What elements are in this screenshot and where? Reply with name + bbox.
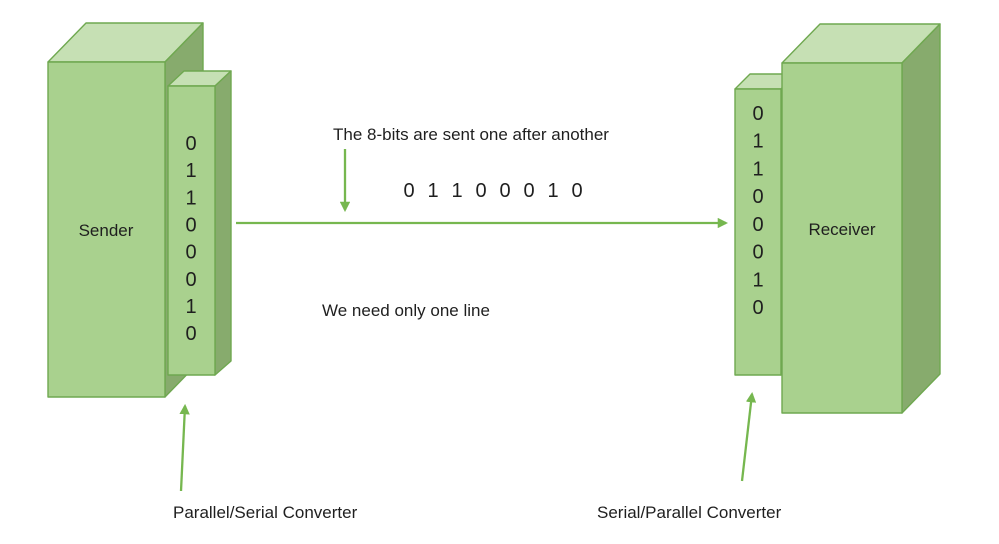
sender-converter-bit: 0 [185,242,196,264]
sender-converter-bit: 0 [185,269,196,291]
line-note-text: We need only one line [322,301,490,320]
sender-converter-side-face [214,70,232,376]
receiver-box: Receiver [781,23,941,414]
parallel-serial-converter-caption: Parallel/Serial Converter [173,503,358,522]
receiver-converter-bit: 1 [752,131,763,153]
serial-bit-stream: 0 1 1 0 0 0 1 0 [403,180,582,202]
serial-parallel-converter-caption: Serial/Parallel Converter [597,503,782,522]
stream-bit: 0 [523,180,534,202]
stream-bit: 1 [547,180,558,202]
receiver-converter-bit: 0 [752,186,763,208]
stream-bit: 0 [499,180,510,202]
sender-label: Sender [79,221,134,240]
stream-bit: 0 [403,180,414,202]
receiver-converter-bit: 0 [752,297,763,319]
sender-converter-bit: 0 [185,323,196,345]
parallel-serial-caption-arrow [179,403,190,492]
sender-converter-bit: 0 [185,215,196,237]
stream-bit: 0 [475,180,486,202]
sender-converter-bit: 1 [185,160,196,182]
receiver-box-side-face [901,23,941,414]
receiver-box-front-face [781,62,903,414]
receiver-converter-bit: 0 [752,242,763,264]
stream-bit: 1 [427,180,438,202]
sender-box-front-face [47,61,166,398]
sender-converter-bit: 1 [185,296,196,318]
sender-converter-bit: 0 [185,133,196,155]
stream-bit: 1 [451,180,462,202]
receiver-converter-bit: 0 [752,103,763,125]
parallel-serial-converter: 0 1 1 0 0 0 1 0 [167,70,232,376]
receiver-converter-front-face [734,88,782,376]
serial-note-text: The 8-bits are sent one after another [333,125,609,144]
sender-converter-bit: 1 [185,187,196,209]
receiver-converter-bit: 0 [752,214,763,236]
receiver-converter-bit: 1 [752,158,763,180]
receiver-label: Receiver [808,220,875,239]
receiver-converter-bit: 1 [752,269,763,291]
sender-converter-front-face [167,85,216,376]
stream-bit: 0 [571,180,582,202]
serial-parallel-caption-arrow [740,391,757,482]
